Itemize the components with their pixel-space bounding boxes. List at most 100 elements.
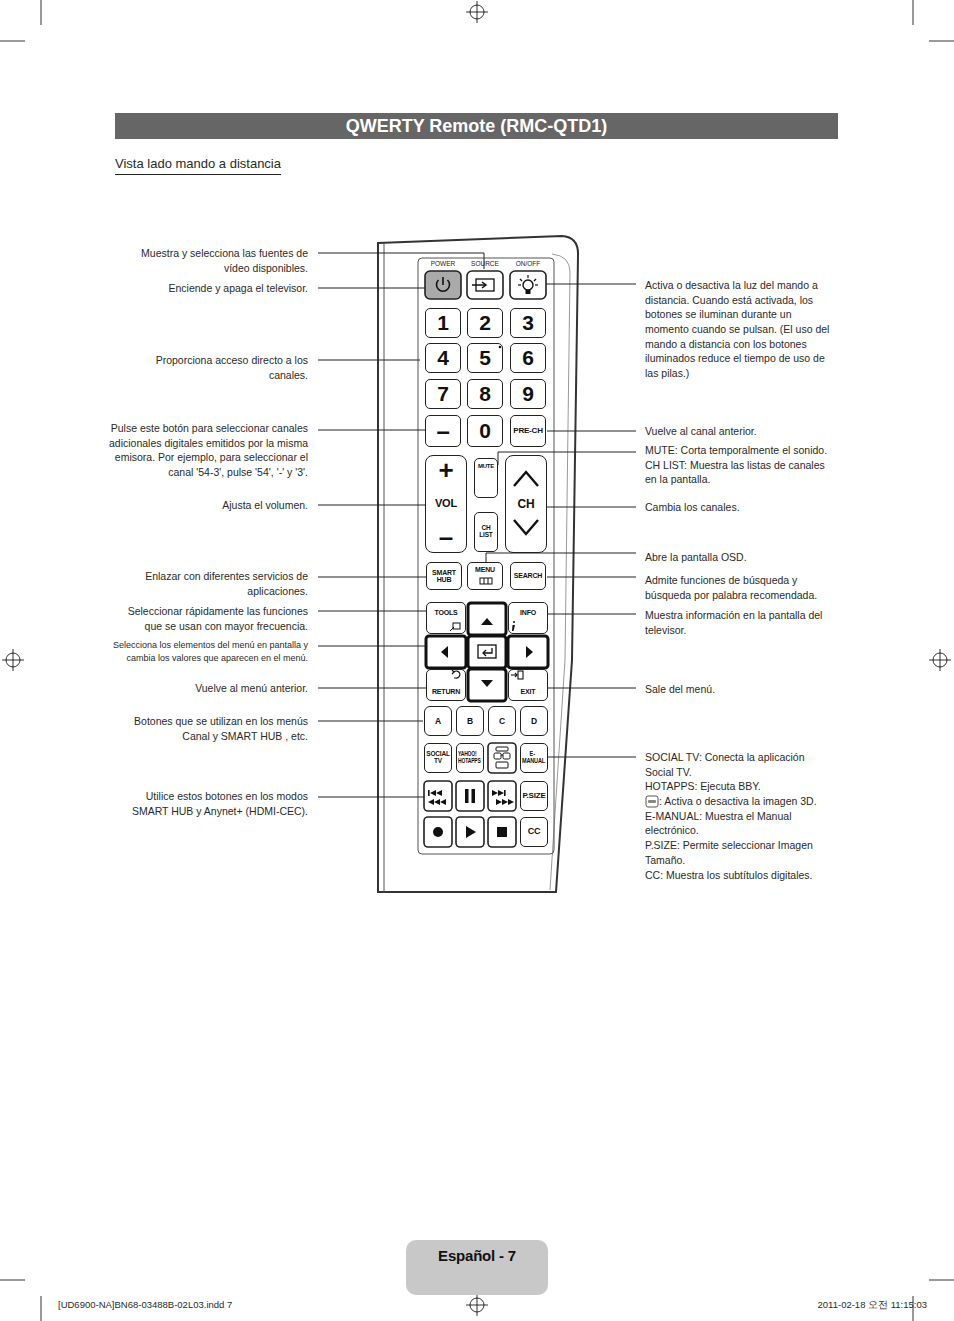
callout-text: Utilice estos botones en los modos SMART… xyxy=(108,789,308,818)
callout-group: SOCIAL TV: Conecta la aplicación Social … xyxy=(645,750,837,882)
media-icons xyxy=(434,799,440,805)
leader-line xyxy=(486,553,636,562)
button-caption: SOURCE xyxy=(465,261,505,268)
3d-button xyxy=(503,753,510,759)
callout-text: HOTAPPS: Ejecuta BBY. xyxy=(645,779,835,794)
exit-icon xyxy=(511,671,523,679)
direction-arrows xyxy=(526,646,533,658)
button-label: D xyxy=(522,717,546,726)
crop-mark xyxy=(41,0,42,25)
registration-mark xyxy=(477,1,478,23)
direction-arrows xyxy=(481,618,493,625)
3d-button xyxy=(496,747,508,751)
button-label: A xyxy=(426,717,450,726)
direction-arrows xyxy=(481,680,493,687)
remote-button: MENU xyxy=(467,562,503,590)
button-label: VOL xyxy=(427,498,465,510)
callout-text: Vuelve al menú anterior. xyxy=(133,681,308,696)
3d-button xyxy=(494,753,501,759)
remote-button: D xyxy=(520,706,548,736)
callout-text: E-MANUAL: Muestra el Manual electrónico. xyxy=(645,809,835,838)
tools-icon xyxy=(453,623,460,629)
media-icons xyxy=(428,789,514,838)
callout-row: : Activa o desactiva la imagen 3D. xyxy=(645,794,837,809)
callout-text: Proporciona acceso directo a los canales… xyxy=(133,353,308,382)
power-button xyxy=(442,277,444,285)
remote-button: 1 xyxy=(425,308,461,338)
button-label: 0 xyxy=(469,420,501,442)
remote-button: 5 xyxy=(467,343,503,373)
button-label: EXIT xyxy=(510,688,546,695)
crop-mark xyxy=(0,1280,25,1281)
remote-button: 8 xyxy=(467,379,503,409)
light-button xyxy=(520,279,522,281)
light-button xyxy=(526,290,531,294)
callout-text: Seleccionar rápidamente las funciones qu… xyxy=(118,604,308,633)
leader-line xyxy=(547,507,636,508)
media-buttons xyxy=(424,781,516,847)
callout-text: Vuelve al canal anterior. xyxy=(645,424,835,439)
leader-line xyxy=(548,757,636,758)
3d-icon xyxy=(648,800,656,803)
remote-button: MUTE xyxy=(474,458,498,498)
return-icon xyxy=(452,670,454,674)
direction-pad xyxy=(426,636,466,668)
media-icons xyxy=(496,799,502,805)
media-icons xyxy=(504,790,506,796)
3d-button xyxy=(501,755,503,756)
button-label: 9 xyxy=(512,383,544,405)
tools-icon xyxy=(450,627,454,631)
button-caption: POWER xyxy=(423,261,463,268)
tools-icon xyxy=(450,623,460,631)
crop-mark xyxy=(913,0,914,25)
leader-line xyxy=(318,721,423,722)
media-icons xyxy=(508,799,514,805)
registration-mark xyxy=(940,649,941,671)
direction-pad xyxy=(508,636,548,668)
exit-icon xyxy=(518,671,523,679)
button-label: CC xyxy=(522,827,546,836)
button-label: C xyxy=(490,717,514,726)
button-label: TOOLS xyxy=(428,609,464,616)
media-icons xyxy=(466,826,476,838)
callout-text: MUTE: Corta temporalmente el sonido. xyxy=(645,443,835,458)
crop-mark xyxy=(929,1280,954,1281)
menu-icon xyxy=(480,578,492,584)
callout-group: MUTE: Corta temporalmente el sonido.CH L… xyxy=(645,443,837,487)
remote-button: C xyxy=(488,706,516,736)
power-button xyxy=(425,271,461,299)
channel-chevrons xyxy=(514,472,538,486)
enter-icon xyxy=(483,650,486,656)
remote-button: YAHOO! HOTAPPS xyxy=(456,743,484,773)
remote-button: +VOL– xyxy=(425,455,467,553)
menu-icon xyxy=(484,578,485,584)
callout-text: Selecciona los elementos del menú en pan… xyxy=(103,639,308,664)
3d-button xyxy=(488,743,516,773)
button-label: 1 xyxy=(427,312,459,334)
callout-text: CC: Muestra los subtítulos digitales. xyxy=(645,868,835,883)
media-icons xyxy=(472,789,476,803)
media-icons xyxy=(497,827,507,837)
callout-text: Activa o desactiva la luz del mando a di… xyxy=(645,278,835,381)
3d-button xyxy=(494,747,510,768)
enter-icon xyxy=(478,645,496,658)
direction-arrows xyxy=(441,646,448,658)
remote-button: B xyxy=(456,706,484,736)
light-button xyxy=(534,279,536,281)
media-icons xyxy=(502,799,508,805)
remote-button: – xyxy=(425,415,461,447)
light-button xyxy=(527,275,528,278)
info-icon xyxy=(512,625,515,631)
menu-icon xyxy=(488,578,489,584)
leader-line xyxy=(318,505,425,506)
button-label: SMART HUB xyxy=(428,569,460,584)
button-label: SOCIAL TV xyxy=(426,751,450,765)
callout-text: Pulse este botón para seleccionar canale… xyxy=(108,421,308,480)
button-label: Español - 7 xyxy=(407,1248,547,1264)
light-button xyxy=(518,275,538,285)
return-icon xyxy=(454,671,460,678)
callout-text: Muestra información en la pantalla del t… xyxy=(645,608,835,637)
remote-button: CH LIST xyxy=(474,512,498,552)
leader-line xyxy=(318,430,425,431)
print-slug: [UD6900-NA]BN68-03488B-02L03.indd 7 xyxy=(58,1298,318,1311)
